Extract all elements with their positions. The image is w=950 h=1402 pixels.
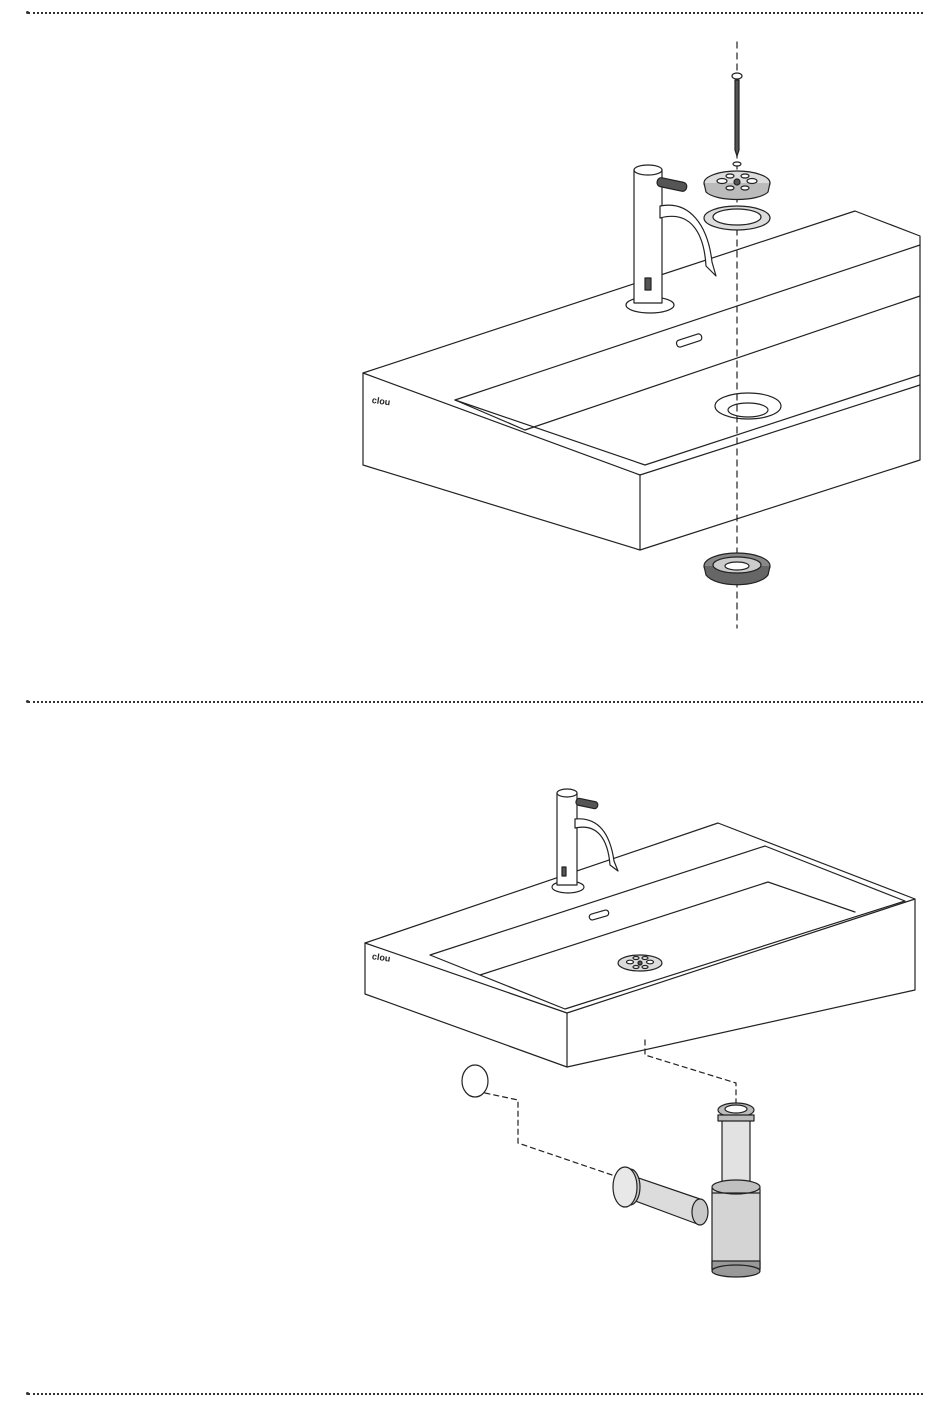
bottom-divider (28, 1393, 923, 1395)
step-1-drain-illustration: clou (0, 0, 950, 690)
drain-to-trap-line (645, 1040, 736, 1103)
wall-outlet-icon (462, 1065, 488, 1097)
wall-to-trap-line (485, 1093, 612, 1175)
bottle-trap-icon (613, 1103, 760, 1277)
step-2-siphon-illustration: clou (0, 705, 950, 1385)
screw-icon (732, 73, 742, 166)
sealing-ring-icon (704, 206, 770, 230)
washbasin (365, 823, 915, 1067)
drain-cover-icon (704, 171, 770, 200)
drain-cover-icon (618, 955, 662, 971)
middle-divider (28, 701, 923, 703)
drain-body-icon (704, 553, 770, 585)
